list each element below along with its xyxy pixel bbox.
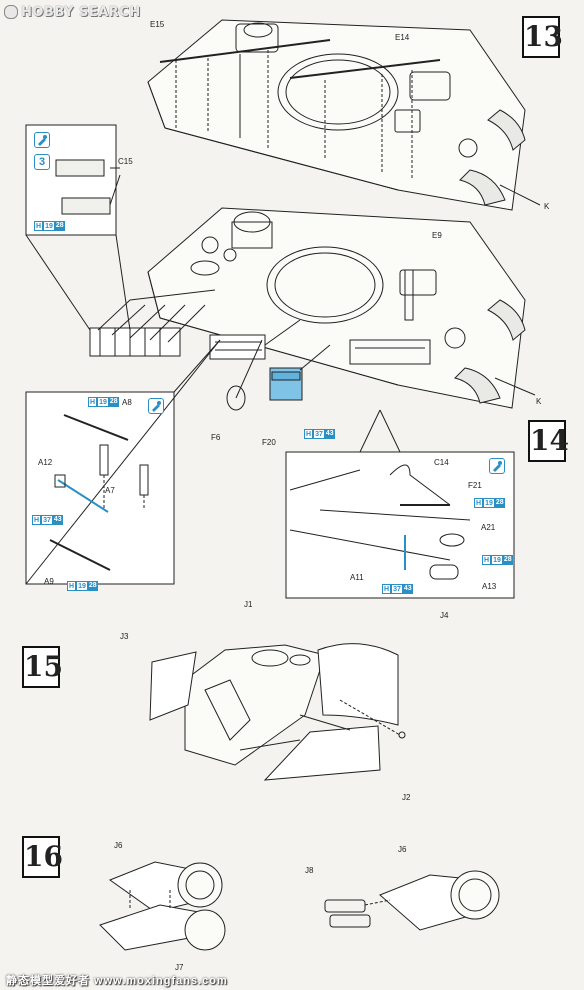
part-label-j6: J6 — [114, 841, 123, 850]
part-label-f20: F20 — [262, 438, 276, 447]
brand-name: HOBBY SEARCH — [21, 4, 141, 20]
step-15-box: 15 — [22, 646, 63, 688]
step-16-box: 16 — [22, 836, 63, 878]
callout-a-parts — [25, 339, 221, 585]
part-label-k-2: K — [536, 397, 542, 406]
part-label-a12: A12 — [38, 458, 53, 467]
part-label-k: K — [544, 202, 550, 211]
part-label-j7: J7 — [175, 963, 184, 972]
turret-step15 — [149, 643, 406, 781]
part-label-f21: F21 — [468, 481, 482, 490]
step-13-box: 13 — [522, 16, 563, 58]
part-label-j3: J3 — [120, 632, 129, 641]
part-label-a8: A8 — [122, 398, 132, 407]
part-label-j1: J1 — [244, 600, 253, 609]
step-14-box: 14 — [528, 420, 569, 462]
hull-step13 — [147, 19, 541, 211]
part-label-e15: E15 — [150, 20, 165, 29]
part-label-a7: A7 — [105, 486, 115, 495]
part-label-a11: A11 — [350, 573, 364, 582]
part-label-f6: F6 — [211, 433, 221, 442]
part-label-a9: A9 — [44, 577, 54, 586]
assembly-step16-left — [99, 861, 226, 951]
part-label-j4: J4 — [440, 611, 449, 620]
glue-icon — [34, 132, 50, 148]
part-label-j2: J2 — [402, 793, 411, 802]
logo-mark-icon — [4, 5, 18, 19]
part-label-j8: J8 — [305, 866, 314, 875]
part-label-c15: C15 — [118, 157, 133, 166]
callout-rear — [285, 409, 515, 599]
track-links-c15 — [89, 289, 216, 357]
part-label-e9: E9 — [432, 231, 442, 240]
part-label-a13: A13 — [482, 582, 497, 591]
assembly-step16-right — [324, 870, 500, 931]
part-label-j6-2: J6 — [398, 845, 407, 854]
hull-step14 — [89, 207, 536, 411]
part-label-c14: C14 — [434, 458, 449, 467]
site-logo: HOBBY SEARCH — [4, 3, 141, 21]
part-label-e14: E14 — [395, 33, 410, 42]
part-label-a21: A21 — [481, 523, 496, 532]
watermark: 静态模型爱好者 www.moxingfans.com — [6, 975, 228, 987]
quantity-badge: 3 — [34, 154, 50, 170]
glue-icon — [489, 458, 505, 474]
glue-icon — [148, 398, 164, 414]
